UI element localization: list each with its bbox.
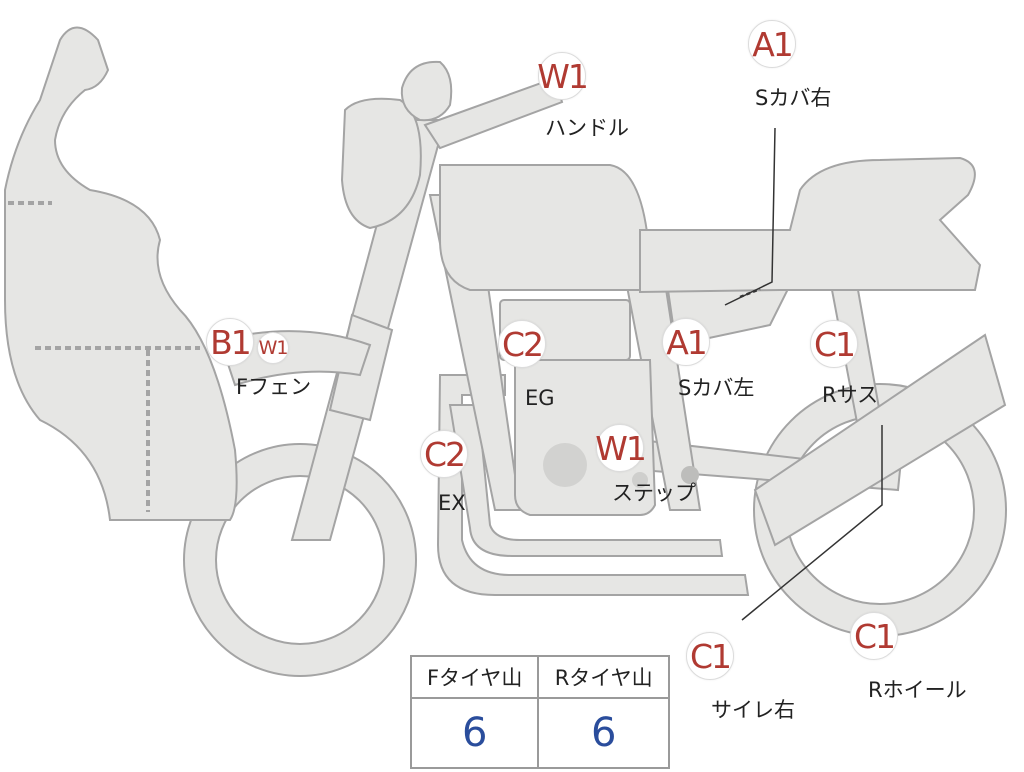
- point-label: Sカバ左: [678, 376, 755, 400]
- point-label: EG: [525, 386, 555, 410]
- engine-cover: [543, 443, 587, 487]
- point-label: Fフェン: [236, 375, 312, 399]
- code-badge: C1: [686, 632, 734, 680]
- code-badge: B1: [206, 318, 254, 366]
- code-badge: A1: [748, 20, 796, 68]
- fuel-tank: [439, 164, 649, 291]
- point-label: Rサス: [822, 383, 879, 407]
- table-row: 6 6: [409, 697, 670, 769]
- step-peg: [681, 466, 699, 484]
- code-badge: A1: [662, 318, 710, 366]
- tire-tread-table: Fタイヤ山 Rタイヤ山 6 6: [409, 655, 670, 769]
- code-badge: W1: [537, 52, 589, 100]
- headlight: [340, 97, 422, 230]
- front-cowl: [4, 26, 238, 521]
- front-tire-value: 6: [409, 697, 540, 769]
- seat: [639, 156, 982, 294]
- point-label: ステップ: [612, 481, 696, 505]
- point-label: Sカバ右: [755, 86, 832, 110]
- code-badge: W1: [257, 332, 289, 364]
- code-badge: C1: [810, 320, 858, 368]
- table-header-row: Fタイヤ山 Rタイヤ山: [409, 655, 670, 699]
- point-label: Rホイール: [868, 678, 967, 702]
- handlebar: [423, 76, 564, 150]
- point-label: EX: [438, 491, 466, 515]
- exhaust-pipe-outer: [436, 374, 750, 596]
- code-badge: C2: [420, 430, 468, 478]
- leader-line-silencer: [741, 425, 883, 621]
- rear-tire-header: Rタイヤ山: [537, 655, 670, 699]
- rear-tire-value: 6: [537, 697, 670, 769]
- mirror: [400, 60, 453, 122]
- point-label: ハンドル: [545, 116, 629, 140]
- front-tire-header: Fタイヤ山: [409, 655, 540, 699]
- silencer: [753, 333, 1007, 547]
- code-badge: C1: [850, 612, 898, 660]
- code-badge: C2: [498, 320, 546, 368]
- point-label: サイレ右: [711, 698, 795, 722]
- code-badge: W1: [595, 424, 647, 472]
